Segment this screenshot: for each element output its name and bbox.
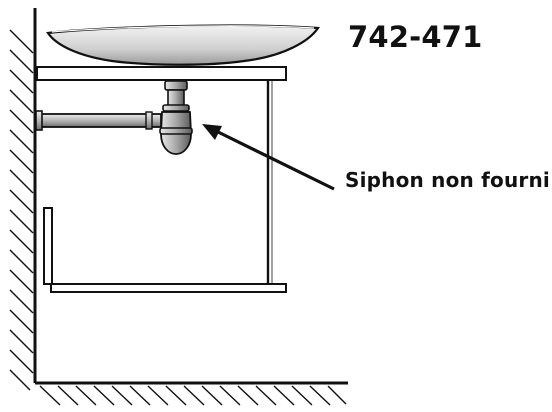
siphon-callout-label: Siphon non fourni xyxy=(345,168,550,192)
drain-pipe xyxy=(35,110,162,131)
wall-hatching xyxy=(9,29,34,391)
cabinet xyxy=(43,80,287,293)
callout-arrow xyxy=(202,124,335,191)
washbasin-rim xyxy=(51,25,315,33)
floor xyxy=(35,381,348,406)
floor-hatching xyxy=(39,385,347,406)
countertop xyxy=(36,66,287,81)
siphon xyxy=(159,80,193,155)
product-reference-number: 742-471 xyxy=(348,20,483,54)
cabinet-side-panel xyxy=(43,207,53,285)
washbasin xyxy=(46,24,320,66)
cabinet-bottom-shelf xyxy=(50,283,287,293)
wall xyxy=(9,8,37,391)
